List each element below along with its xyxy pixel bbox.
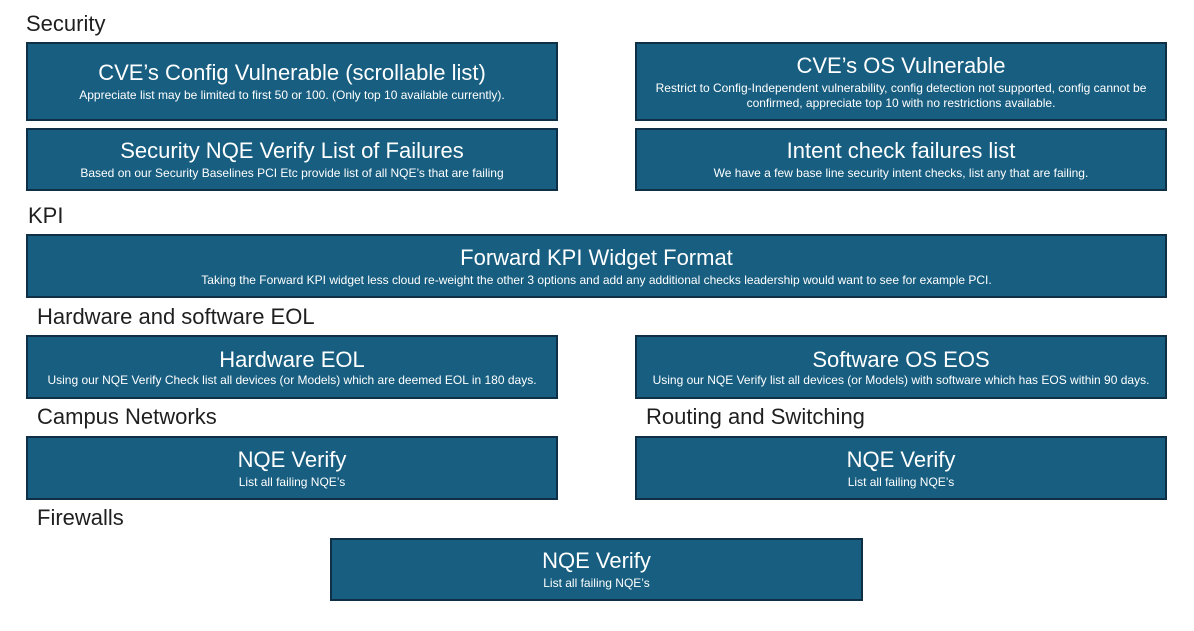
- section-label-eol: Hardware and software EOL: [37, 304, 315, 329]
- box-description: Restrict to Config-Independent vulnerabi…: [655, 80, 1147, 110]
- section-label-campus: Campus Networks: [37, 404, 217, 429]
- firewall-nqe-verify-box: NQE Verify List all failing NQE’s: [330, 538, 863, 601]
- security-nqe-verify-box: Security NQE Verify List of Failures Bas…: [26, 128, 558, 191]
- box-description: Using our NQE Verify list all devices (o…: [652, 372, 1150, 387]
- box-title: Security NQE Verify List of Failures: [120, 138, 464, 163]
- box-description: List all failing NQE’s: [238, 474, 346, 489]
- box-title: Intent check failures list: [786, 138, 1016, 163]
- box-description: Based on our Security Baselines PCI Etc …: [80, 166, 504, 180]
- box-title: Software OS EOS: [812, 346, 990, 372]
- campus-nqe-verify-box: NQE Verify List all failing NQE’s: [26, 436, 558, 500]
- section-label-firewalls: Firewalls: [37, 505, 124, 530]
- forward-kpi-widget-box: Forward KPI Widget Format Taking the For…: [26, 234, 1167, 298]
- box-title: NQE Verify: [846, 446, 956, 472]
- section-label-routing: Routing and Switching: [646, 404, 865, 429]
- intent-check-failures-box: Intent check failures list We have a few…: [635, 128, 1167, 191]
- box-description: List all failing NQE’s: [847, 474, 955, 489]
- box-title: Hardware EOL: [219, 346, 365, 372]
- box-title: CVE’s OS Vulnerable: [796, 52, 1006, 78]
- section-label-security: Security: [26, 11, 106, 36]
- cve-os-vulnerable-box: CVE’s OS Vulnerable Restrict to Config-I…: [635, 42, 1167, 121]
- box-description: We have a few base line security intent …: [713, 166, 1089, 180]
- box-title: CVE’s Config Vulnerable (scrollable list…: [98, 60, 486, 85]
- box-description: List all failing NQE’s: [543, 576, 650, 590]
- box-title: NQE Verify: [237, 446, 347, 472]
- box-description: Using our NQE Verify Check list all devi…: [47, 372, 537, 387]
- software-os-eos-box: Software OS EOS Using our NQE Verify lis…: [635, 335, 1167, 399]
- cve-config-vulnerable-box: CVE’s Config Vulnerable (scrollable list…: [26, 42, 558, 121]
- hardware-eol-box: Hardware EOL Using our NQE Verify Check …: [26, 335, 558, 399]
- section-label-kpi: KPI: [28, 203, 64, 228]
- box-description: Appreciate list may be limited to first …: [79, 88, 505, 102]
- box-title: NQE Verify: [542, 548, 651, 573]
- box-description: Taking the Forward KPI widget less cloud…: [201, 272, 992, 287]
- routing-nqe-verify-box: NQE Verify List all failing NQE’s: [635, 436, 1167, 500]
- box-title: Forward KPI Widget Format: [460, 244, 733, 270]
